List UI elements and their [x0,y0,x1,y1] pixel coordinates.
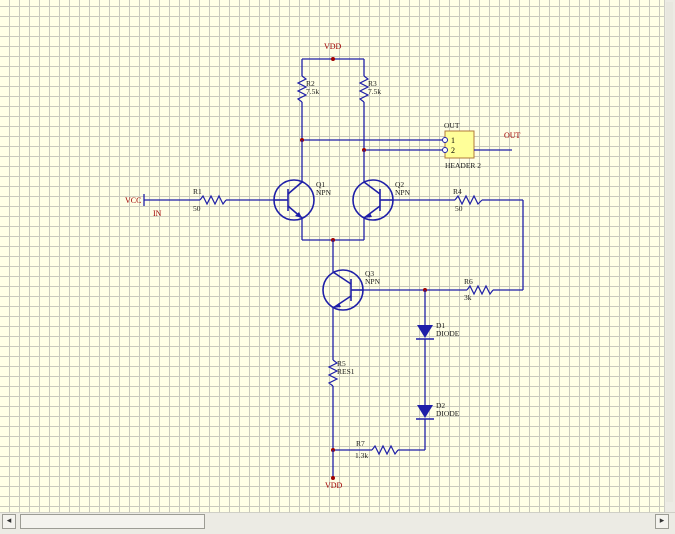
resistor-r3[interactable]: R3 7.5k [358,59,381,150]
resistor-r5[interactable]: R5 RES1 [327,308,355,450]
d1-designator: D1 [436,321,445,330]
transistor-q1[interactable]: Q1 NPN [273,177,332,240]
d2-designator: D2 [436,401,445,410]
emitter-bus [302,238,364,272]
scroll-left-arrow-icon[interactable]: ◂ [2,514,16,529]
vcc-net-label: VCC [125,196,141,205]
r5-designator: R5 [337,359,346,368]
schematic-sheet[interactable]: VDD R2 7.5k R3 7.5k OUT 1 2 HEADER 2 OUT [0,0,664,512]
diode-d1[interactable]: D1 DIODE [416,290,460,405]
resistor-r2[interactable]: R2 7.5k [296,59,319,140]
header-connector-out[interactable]: OUT 1 2 HEADER 2 OUT [442,121,521,170]
header-pin2-label: 2 [451,146,455,155]
vdd-top-label: VDD [324,42,342,51]
in-net-label: IN [153,209,162,218]
header-pin1-label: 1 [451,136,455,145]
r1-designator: R1 [193,187,202,196]
resistor-r7[interactable]: R7 1.3k [331,439,425,460]
diode-d2[interactable]: D2 DIODE [416,401,460,450]
transistor-q2[interactable]: Q2 NPN [352,178,411,240]
r6-designator: R6 [464,277,473,286]
resistor-r6[interactable]: R6 3k [363,277,523,302]
vdd-bottom-power-port[interactable]: VDD [325,450,343,490]
header-type: HEADER 2 [445,161,481,170]
q2-designator: Q2 [395,180,404,189]
d2-type: DIODE [436,409,460,418]
q2-type: NPN [395,188,411,197]
vertical-scrollbar-thumb[interactable] [666,2,673,502]
schematic-canvas[interactable]: VDD R2 7.5k R3 7.5k OUT 1 2 HEADER 2 OUT [0,0,664,512]
r1-value: 50 [193,204,201,213]
r6-value: 3k [464,293,472,302]
resistor-r1[interactable]: R1 50 [193,187,274,213]
r2-designator: R2 [306,79,315,88]
header-designator: OUT [444,121,460,130]
vdd-bottom-label: VDD [325,481,343,490]
r4-designator: R4 [453,187,462,196]
r3-designator: R3 [368,79,377,88]
r7-value: 1.3k [355,451,368,460]
r3-value: 7.5k [368,87,381,96]
r2-value: 7.5k [306,87,319,96]
r7-designator: R7 [356,439,365,448]
resistor-r4[interactable]: R4 50 [393,187,524,290]
input-vcc-port[interactable]: VCC IN [125,194,200,218]
r5-value: RES1 [337,367,355,376]
r4-value: 50 [455,204,463,213]
q1-designator: Q1 [316,180,325,189]
vdd-top-power-port[interactable]: VDD [302,42,364,61]
out-net-label: OUT [504,131,521,140]
horizontal-scrollbar-thumb[interactable] [20,514,205,529]
scroll-right-arrow-icon[interactable]: ▸ [655,514,669,529]
output-wires [300,138,443,178]
q3-type: NPN [365,277,381,286]
q3-designator: Q3 [365,269,374,278]
q1-type: NPN [316,188,332,197]
d1-type: DIODE [436,329,460,338]
